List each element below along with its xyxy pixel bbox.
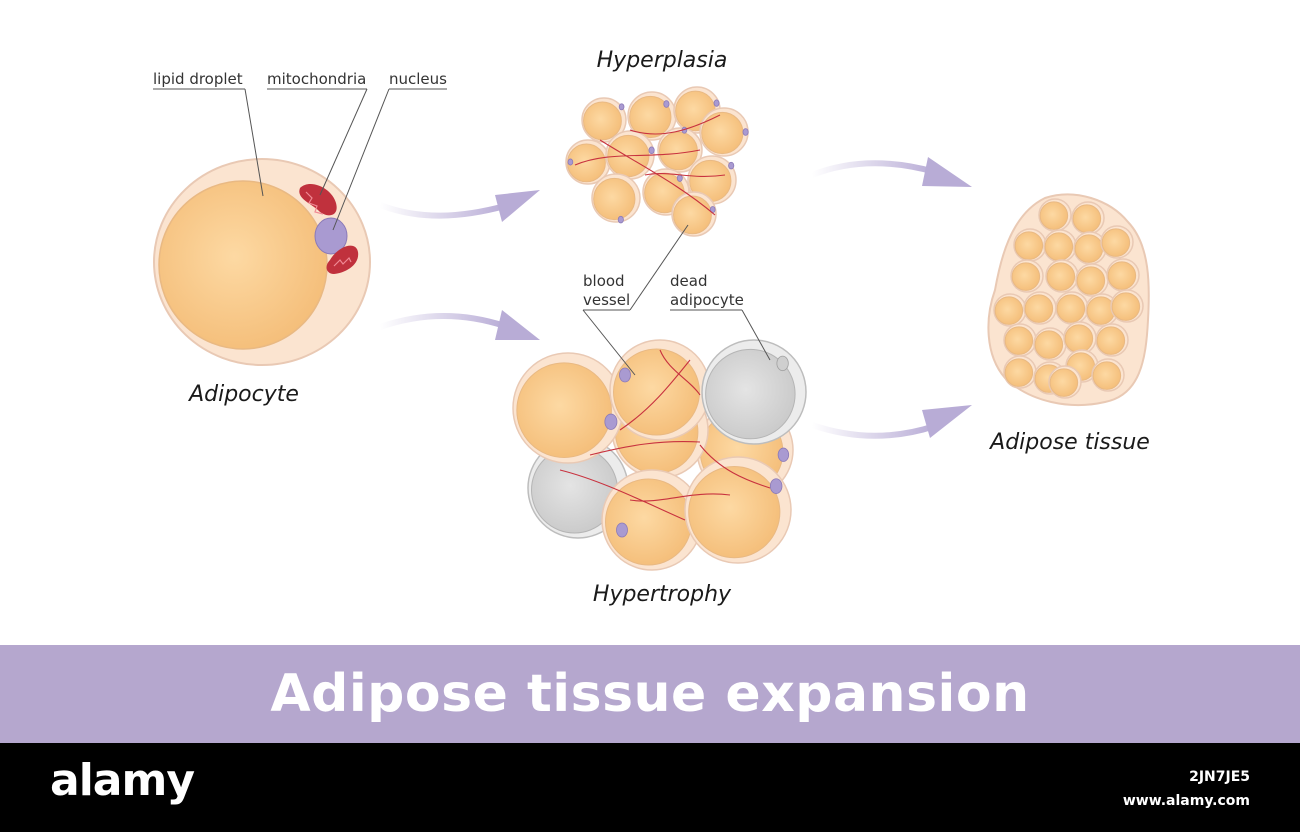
- nucleus-organelle: [619, 104, 624, 110]
- nucleus-organelle: [618, 216, 623, 223]
- adipocyte-cell: [1076, 264, 1108, 296]
- adipocyte-cell: [1039, 199, 1071, 231]
- label-lipid-droplet: lipid droplet: [153, 70, 243, 88]
- nucleus-organelle: [729, 162, 734, 169]
- nucleus-organelle: [770, 479, 782, 494]
- footer-bar: alamy 2JN7JE5 www.alamy.com: [0, 743, 1300, 832]
- nucleus-organelle: [714, 100, 719, 106]
- adipocyte-cell: [1092, 359, 1124, 391]
- brand-logo: alamy: [50, 755, 194, 806]
- nucleus-organelle: [664, 101, 669, 108]
- adipocyte-cell: [1064, 322, 1096, 354]
- hyperplasia-cluster: [566, 87, 748, 236]
- image-id: 2JN7JE5: [1123, 765, 1250, 789]
- adipocyte-cell: [1056, 292, 1088, 324]
- label-blood-vessel-line1: blood: [583, 272, 625, 290]
- lipid-droplet: [159, 181, 327, 349]
- arrow-to-hyperplasia: [380, 190, 540, 222]
- nucleus-organelle: [743, 129, 748, 136]
- adipose-expansion-diagram: lipid droplet mitochondria nucleus Adipo…: [0, 0, 1300, 640]
- nucleus-organelle: [568, 159, 573, 165]
- arrow-to-hypertrophy: [380, 310, 540, 340]
- label-nucleus: nucleus: [389, 70, 447, 88]
- adipocyte-cell: [1034, 328, 1066, 360]
- adipocyte-cell: [513, 353, 623, 463]
- adipocyte-cell: [700, 108, 748, 156]
- stage-label-hyperplasia: Hyperplasia: [597, 48, 728, 73]
- stage-label-hypertrophy: Hypertrophy: [593, 582, 732, 607]
- adipocyte-cell: [1046, 260, 1078, 292]
- adipocyte-cell: [1004, 324, 1036, 356]
- nucleus-organelle: [617, 523, 628, 537]
- adipocyte-cell: [994, 294, 1026, 326]
- adipocyte-cell: [1096, 324, 1128, 356]
- adipocyte-cell: [592, 174, 640, 223]
- adipocyte-cell: [685, 457, 791, 563]
- nucleus-organelle: [605, 414, 617, 429]
- website-url: www.alamy.com: [1123, 789, 1250, 813]
- nucleus-organelle: [778, 448, 789, 461]
- nucleus-organelle: [620, 368, 631, 382]
- adipocyte-cell: [1107, 259, 1139, 291]
- label-blood-vessel-line2: vessel: [583, 291, 630, 309]
- image-reference: 2JN7JE5 www.alamy.com: [1123, 765, 1250, 813]
- stage-label-adipose-tissue: Adipose tissue: [988, 430, 1150, 455]
- adipocyte-cell: [1014, 229, 1046, 261]
- arrow-hyperplasia-to-tissue: [812, 157, 972, 187]
- title-banner: Adipose tissue expansion: [0, 645, 1300, 743]
- adipocyte-cell: [1072, 202, 1104, 234]
- adipocyte-cell: [1044, 230, 1076, 262]
- hypertrophy-cluster: [513, 340, 806, 570]
- dead-adipocyte-cell: [702, 340, 806, 444]
- nucleus-organelle: [649, 147, 654, 154]
- adipocyte-cell: [1024, 292, 1056, 324]
- adipocyte-cell: [1049, 366, 1081, 398]
- label-dead-adipocyte-line1: dead: [670, 272, 707, 290]
- adipocyte-cell: [1101, 226, 1133, 258]
- adipose-tissue: [988, 194, 1148, 405]
- adipocyte-cell: [1011, 260, 1043, 292]
- arrow-hypertrophy-to-tissue: [812, 405, 972, 438]
- adipocyte-cell: [1004, 356, 1036, 388]
- page-title: Adipose tissue expansion: [270, 664, 1029, 724]
- adipocyte-cell: [610, 340, 710, 440]
- adipocyte-cell: [1111, 290, 1143, 322]
- stage-label-adipocyte: Adipocyte: [187, 382, 299, 407]
- label-dead-adipocyte-line2: adipocyte: [670, 291, 744, 309]
- label-mitochondria: mitochondria: [267, 70, 366, 88]
- nucleus-organelle: [777, 356, 788, 371]
- nucleus-organelle: [677, 175, 682, 181]
